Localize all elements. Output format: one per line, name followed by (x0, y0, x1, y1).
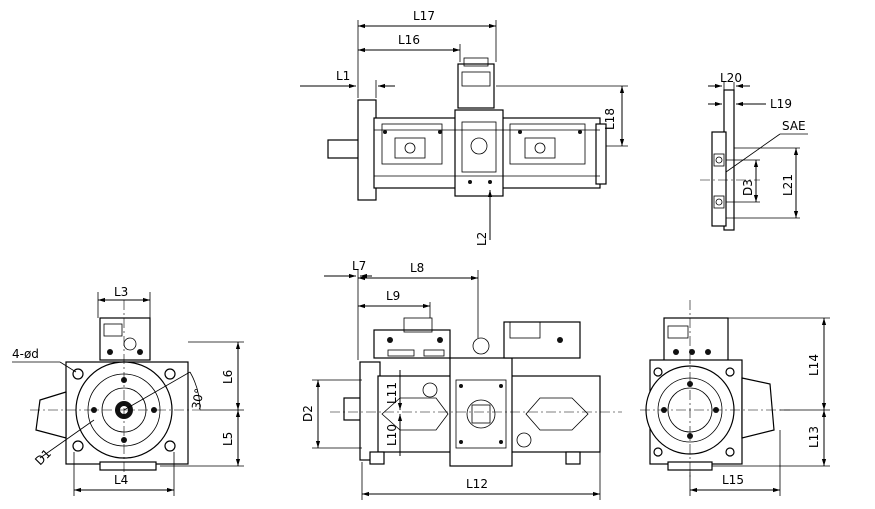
label-L20: L20 (720, 71, 742, 85)
label-L8: L8 (410, 261, 424, 275)
label-L6: L6 (221, 370, 235, 384)
label-L19: L19 (770, 97, 792, 111)
label-L18: L18 (603, 108, 617, 130)
label-L1: L1 (336, 69, 350, 83)
label-L2: L2 (475, 232, 489, 246)
top-view-dimensions (300, 20, 628, 240)
dimension-labels: L17 L16 L1 L18 L2 L20 L19 SAE D3 L21 L3 … (12, 9, 821, 491)
label-L9: L9 (386, 289, 400, 303)
label-L21: L21 (781, 174, 795, 196)
label-L17: L17 (413, 9, 435, 23)
label-angle: 30° (189, 387, 206, 410)
label-D1: D1 (32, 446, 54, 468)
side-view-dimensions (312, 270, 601, 500)
right-view-dimensions (689, 317, 830, 496)
label-D2: D2 (301, 405, 315, 422)
label-L12: L12 (466, 477, 488, 491)
sae-flange-view (700, 82, 808, 231)
label-L4: L4 (114, 473, 128, 487)
label-L15: L15 (722, 473, 744, 487)
label-bolt-holes: 4-ød (12, 347, 39, 361)
label-L10: L10 (385, 424, 399, 446)
label-L7: L7 (352, 259, 366, 273)
label-L16: L16 (398, 33, 420, 47)
right-rear-view (640, 300, 790, 480)
label-L11: L11 (385, 382, 399, 404)
label-L13: L13 (807, 426, 821, 448)
label-L14: L14 (807, 354, 821, 376)
label-D3: D3 (741, 179, 755, 196)
label-SAE: SAE (782, 119, 806, 133)
top-view (327, 57, 607, 201)
left-view-dimensions (12, 292, 244, 496)
label-L5: L5 (221, 432, 235, 446)
left-front-view (30, 300, 201, 478)
side-view (330, 317, 622, 467)
label-L3: L3 (114, 285, 128, 299)
